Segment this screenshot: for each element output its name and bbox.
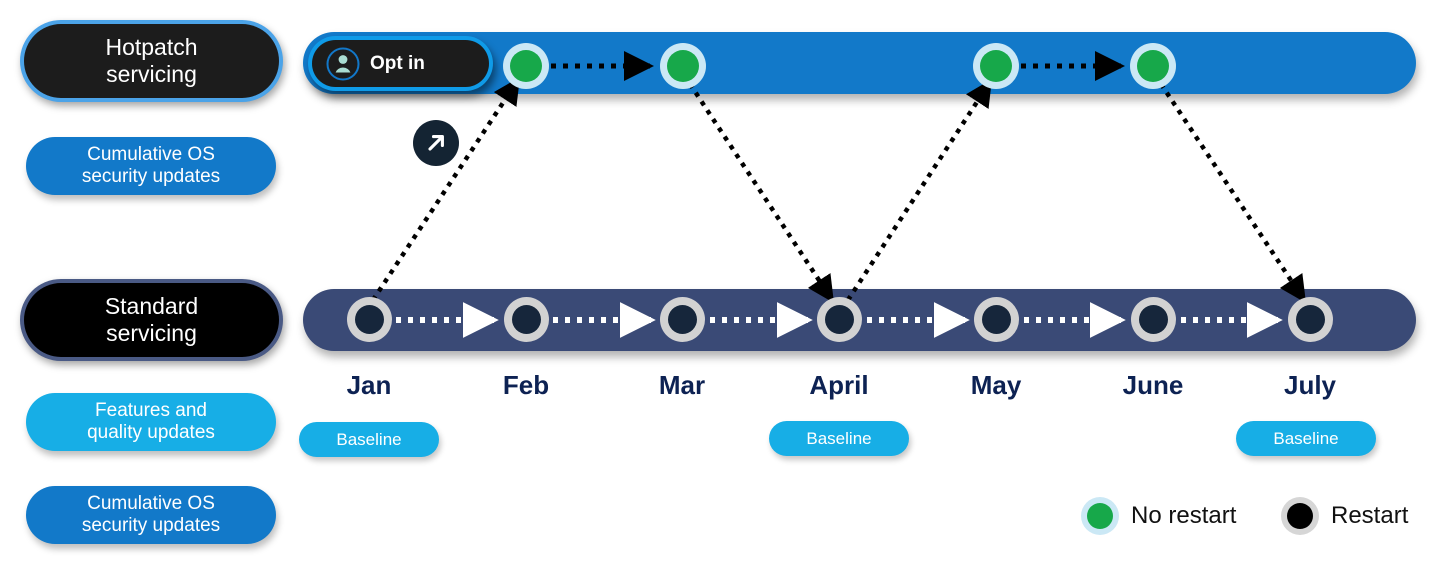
legend-no-restart-dot (1087, 503, 1113, 529)
tag-standard-cumulative-line2: security updates (81, 515, 221, 536)
tag-hotpatch-cumulative-line2: security updates (81, 166, 221, 187)
month-label-may: May (970, 370, 1022, 400)
standard-node-july[interactable] (1288, 297, 1333, 342)
tag-hotpatch-cumulative-line1: Cumulative OS (87, 143, 215, 165)
legend-restart-ring (1281, 497, 1319, 535)
standard-node-mar[interactable] (660, 297, 705, 342)
diagonal-mar-to-april (688, 82, 834, 304)
baseline-badge-april: Baseline (769, 421, 909, 456)
month-label-feb: Feb (502, 370, 550, 400)
month-label-mar: Mar (658, 370, 706, 400)
hotpatch-node-may[interactable] (973, 43, 1019, 89)
standard-node-jan-core (355, 305, 384, 334)
person-icon (326, 47, 360, 80)
month-label-april: April (809, 370, 869, 400)
diagonal-jan-to-feb (371, 76, 520, 302)
standard-node-april[interactable] (817, 297, 862, 342)
tag-standard-features-line2: quality updates (87, 422, 215, 443)
hotpatch-node-june[interactable] (1130, 43, 1176, 89)
tag-standard-features-quality: Features and quality updates (26, 393, 276, 451)
month-label-jan: Jan (346, 370, 392, 400)
legend-item-restart: Restart (1281, 497, 1408, 535)
opt-in-label: Opt in (370, 52, 425, 74)
standard-node-june[interactable] (1131, 297, 1176, 342)
legend-restart-label: Restart (1331, 502, 1409, 529)
month-label-june: June (1122, 370, 1184, 400)
standard-node-april-core (825, 305, 854, 334)
lane-title-standard-line2: servicing (106, 320, 197, 346)
hotpatch-node-feb[interactable] (503, 43, 549, 89)
lane-title-hotpatch-line1: Hotpatch (105, 33, 198, 60)
lane-title-standard: Standard servicing (20, 279, 283, 361)
hotpatch-node-feb-core (510, 50, 542, 82)
standard-node-mar-core (668, 305, 697, 334)
standard-node-may[interactable] (974, 297, 1019, 342)
tag-hotpatch-cumulative-os: Cumulative OS security updates (26, 137, 276, 195)
tag-standard-cumulative-os: Cumulative OS security updates (26, 486, 276, 544)
standard-node-feb[interactable] (504, 297, 549, 342)
tag-standard-cumulative-line1: Cumulative OS (87, 492, 215, 514)
lane-title-standard-line1: Standard (104, 292, 199, 319)
baseline-badge-jan: Baseline (299, 422, 439, 457)
standard-node-feb-core (512, 305, 541, 334)
standard-node-july-core (1296, 305, 1325, 334)
legend-restart-dot (1287, 503, 1313, 529)
arrow-up-right-glyph (428, 135, 444, 151)
hotpatch-node-may-core (980, 50, 1012, 82)
standard-node-june-core (1139, 305, 1168, 334)
tag-standard-features-line1: Features and (95, 399, 207, 421)
standard-node-jan[interactable] (347, 297, 392, 342)
hotpatch-node-june-core (1137, 50, 1169, 82)
legend-no-restart-label: No restart (1131, 502, 1237, 529)
baseline-badge-july: Baseline (1236, 421, 1376, 456)
lane-title-hotpatch: Hotpatch servicing (20, 20, 283, 102)
standard-node-may-core (982, 305, 1011, 334)
diagonal-june-to-july (1159, 82, 1306, 304)
arrow-up-right-icon[interactable] (413, 120, 459, 166)
lane-title-hotpatch-line2: servicing (106, 61, 197, 87)
hotpatch-node-mar[interactable] (660, 43, 706, 89)
legend-item-no-restart: No restart (1081, 497, 1236, 535)
diagonal-april-to-may (846, 78, 992, 302)
legend-no-restart-ring (1081, 497, 1119, 535)
opt-in-button[interactable]: Opt in (308, 36, 493, 91)
month-label-july: July (1283, 370, 1337, 400)
hotpatch-node-mar-core (667, 50, 699, 82)
